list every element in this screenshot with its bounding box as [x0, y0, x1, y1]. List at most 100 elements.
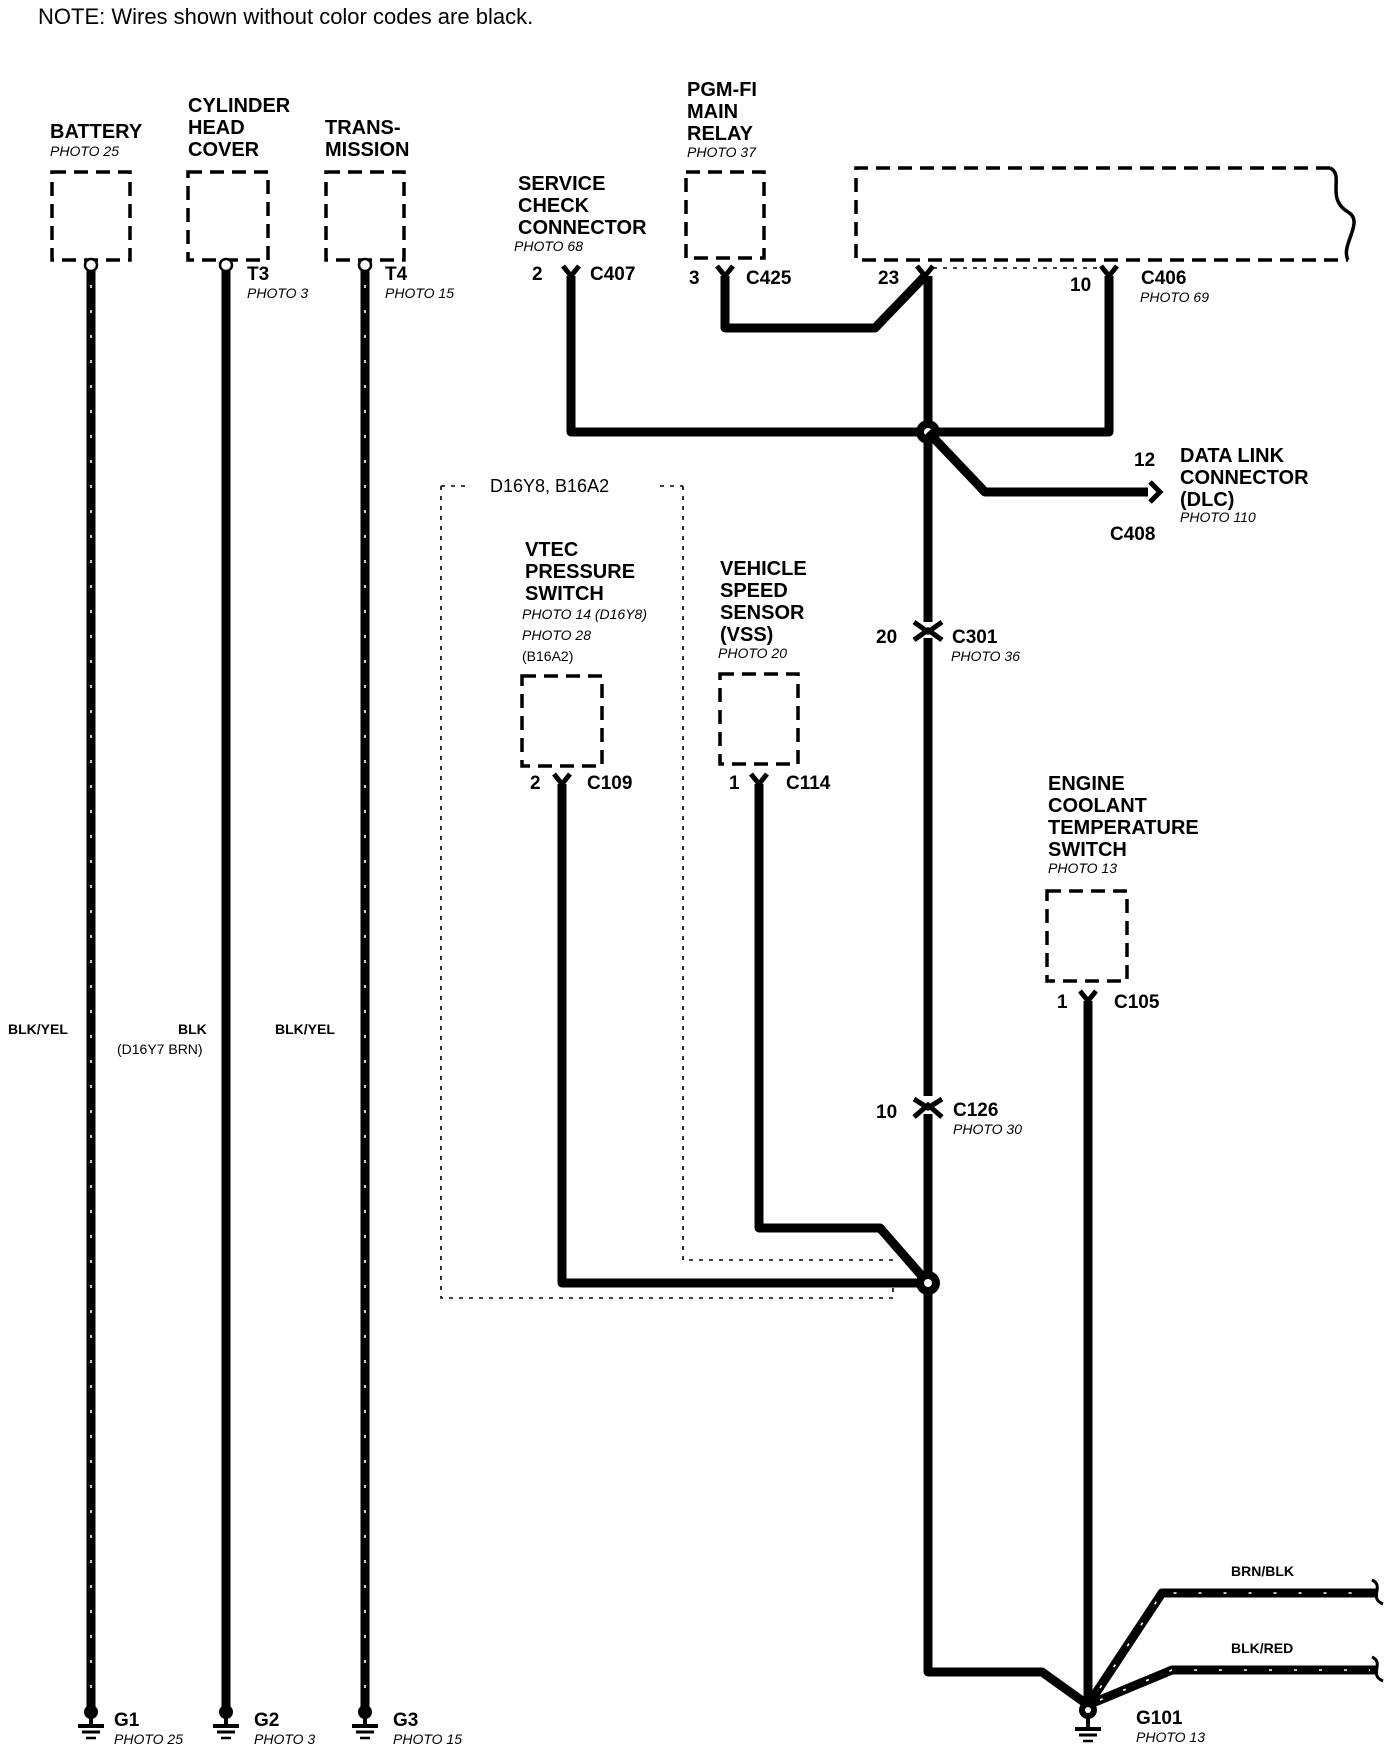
ground-g2: G2 PHOTO 3 [213, 1705, 315, 1747]
c114-pin-symbol [749, 772, 769, 789]
head-wire-alt-color: (D16Y7 BRN) [117, 1041, 203, 1057]
c406-connector: C406 [1141, 268, 1186, 289]
t4-terminal [357, 257, 373, 273]
vtec-label-1: VTEC [525, 539, 578, 561]
c425-pin: 3 [689, 268, 700, 289]
ecm-box [854, 166, 1348, 262]
vtec-photo-2: PHOTO 28 [522, 627, 591, 643]
pgm-fi-photo: PHOTO 37 [687, 144, 757, 160]
ground-g1: G1 PHOTO 25 [78, 1705, 183, 1747]
cylinder-head-label-2: HEAD [188, 117, 245, 139]
ecm-box-break [1328, 166, 1356, 261]
blk-red-label: BLK/RED [1231, 1640, 1293, 1656]
g1-photo: PHOTO 25 [114, 1731, 183, 1747]
ect-box [1045, 889, 1129, 983]
service-check-wire [566, 276, 928, 437]
c105-pin-symbol [1078, 989, 1098, 1006]
c301-connector: C301 [952, 627, 998, 648]
c407-pin: 2 [532, 264, 543, 285]
c301-photo: PHOTO 36 [951, 648, 1020, 664]
c114-pin: 1 [729, 773, 740, 794]
c408-pin-symbol [1148, 480, 1164, 504]
c105-connector: C105 [1114, 992, 1160, 1013]
vss-photo: PHOTO 20 [718, 645, 787, 661]
g3-label: G3 [393, 1710, 418, 1731]
cylinder-head-cover-component: CYLINDER HEAD COVER T3 PHOTO 3 [186, 95, 308, 301]
dlc-photo: PHOTO 110 [1180, 509, 1256, 525]
c407-pin-symbol [561, 264, 581, 281]
c408-pin: 12 [1134, 450, 1155, 471]
c126-connector: C126 [953, 1100, 998, 1121]
vss-box [718, 672, 800, 766]
t4-photo: PHOTO 15 [385, 285, 454, 301]
vss-component: VEHICLE SPEED SENSOR (VSS) PHOTO 20 1 C1… [718, 558, 831, 794]
pgm-fi-label-3: RELAY [687, 123, 754, 145]
c109-pin-symbol [552, 772, 572, 789]
pgm-fi-label-1: PGM-FI [687, 79, 757, 101]
service-check-label-1: SERVICE [518, 173, 605, 195]
service-check-label-2: CHECK [518, 195, 590, 217]
c425-connector: C425 [746, 268, 792, 289]
vtec-pressure-switch-component: VTEC PRESSURE SWITCH PHOTO 14 (D16Y8) PH… [520, 539, 647, 794]
vtec-label-3: SWITCH [525, 583, 604, 605]
ect-label-3: TEMPERATURE [1048, 817, 1199, 839]
transmission-label-1: TRANS- [325, 117, 401, 139]
pgm-fi-label-2: MAIN [687, 101, 738, 123]
brn-blk-wire [1084, 1578, 1384, 1708]
diagram-note: NOTE: Wires shown without color codes ar… [38, 4, 533, 29]
vss-wire [754, 784, 932, 1286]
vtec-photo-1: PHOTO 14 (D16Y8) [522, 606, 647, 622]
t3-label: T3 [247, 264, 269, 285]
vss-variant-border [682, 486, 893, 1261]
c301-pin: 20 [876, 627, 897, 648]
c408-connector: C408 [1110, 524, 1155, 545]
t4-label: T4 [385, 264, 408, 285]
vtec-photo-3: (B16A2) [522, 648, 573, 664]
trunk-to-g101-wire [923, 1660, 1091, 1709]
blk-red-wire [1086, 1655, 1384, 1710]
g3-photo: PHOTO 15 [393, 1731, 462, 1747]
dlc-wire [924, 428, 1148, 497]
relay-wire [720, 272, 929, 333]
battery-label: BATTERY [50, 121, 143, 143]
vss-label-3: SENSOR [720, 602, 805, 624]
c407-connector: C407 [590, 264, 635, 285]
vss-label-2: SPEED [720, 580, 788, 602]
ecm-block-component: 23 10 C406 PHOTO 69 [854, 166, 1356, 305]
dlc-label-2: CONNECTOR [1180, 467, 1309, 489]
g1-label: G1 [114, 1710, 140, 1731]
battery-terminal [83, 257, 99, 273]
battery-photo: PHOTO 25 [50, 143, 119, 159]
variant-label: D16Y8, B16A2 [490, 476, 609, 496]
brn-blk-label: BRN/BLK [1231, 1563, 1294, 1579]
c126-photo: PHOTO 30 [953, 1121, 1022, 1137]
battery-wire-color: BLK/YEL [8, 1021, 68, 1037]
service-check-label-3: CONNECTOR [518, 217, 647, 239]
c406-photo: PHOTO 69 [1140, 289, 1209, 305]
g101-label: G101 [1136, 1708, 1183, 1729]
variant-outer-border [440, 486, 894, 1299]
battery-box [50, 170, 132, 262]
g2-label: G2 [254, 1710, 279, 1731]
ect-photo: PHOTO 13 [1048, 860, 1117, 876]
transmission-label-2: MISSION [325, 139, 409, 161]
g2-photo: PHOTO 3 [254, 1731, 315, 1747]
service-check-connector-component: SERVICE CHECK CONNECTOR PHOTO 68 2 C407 [514, 173, 647, 285]
c406-pin-a: 23 [878, 268, 899, 289]
ground-g3: G3 PHOTO 15 [352, 1705, 462, 1747]
vss-label-4: (VSS) [720, 624, 773, 646]
c109-connector: C109 [587, 773, 632, 794]
c406-pin10-wire [928, 276, 1114, 437]
c406-pin23-symbol [915, 264, 935, 281]
c105-pin: 1 [1057, 992, 1068, 1013]
cylinder-head-label-3: COVER [188, 139, 260, 161]
vtec-wire [557, 784, 928, 1288]
c126-pin: 10 [876, 1102, 897, 1123]
head-wire-color: BLK [178, 1021, 207, 1037]
vtec-box [520, 674, 604, 768]
dlc-component: 12 DATA LINK CONNECTOR (DLC) PHOTO 110 C… [1110, 445, 1309, 545]
battery-component: BATTERY PHOTO 25 [50, 121, 143, 273]
ect-label-4: SWITCH [1048, 839, 1127, 861]
ground-g101: G101 PHOTO 13 [1075, 1701, 1205, 1745]
